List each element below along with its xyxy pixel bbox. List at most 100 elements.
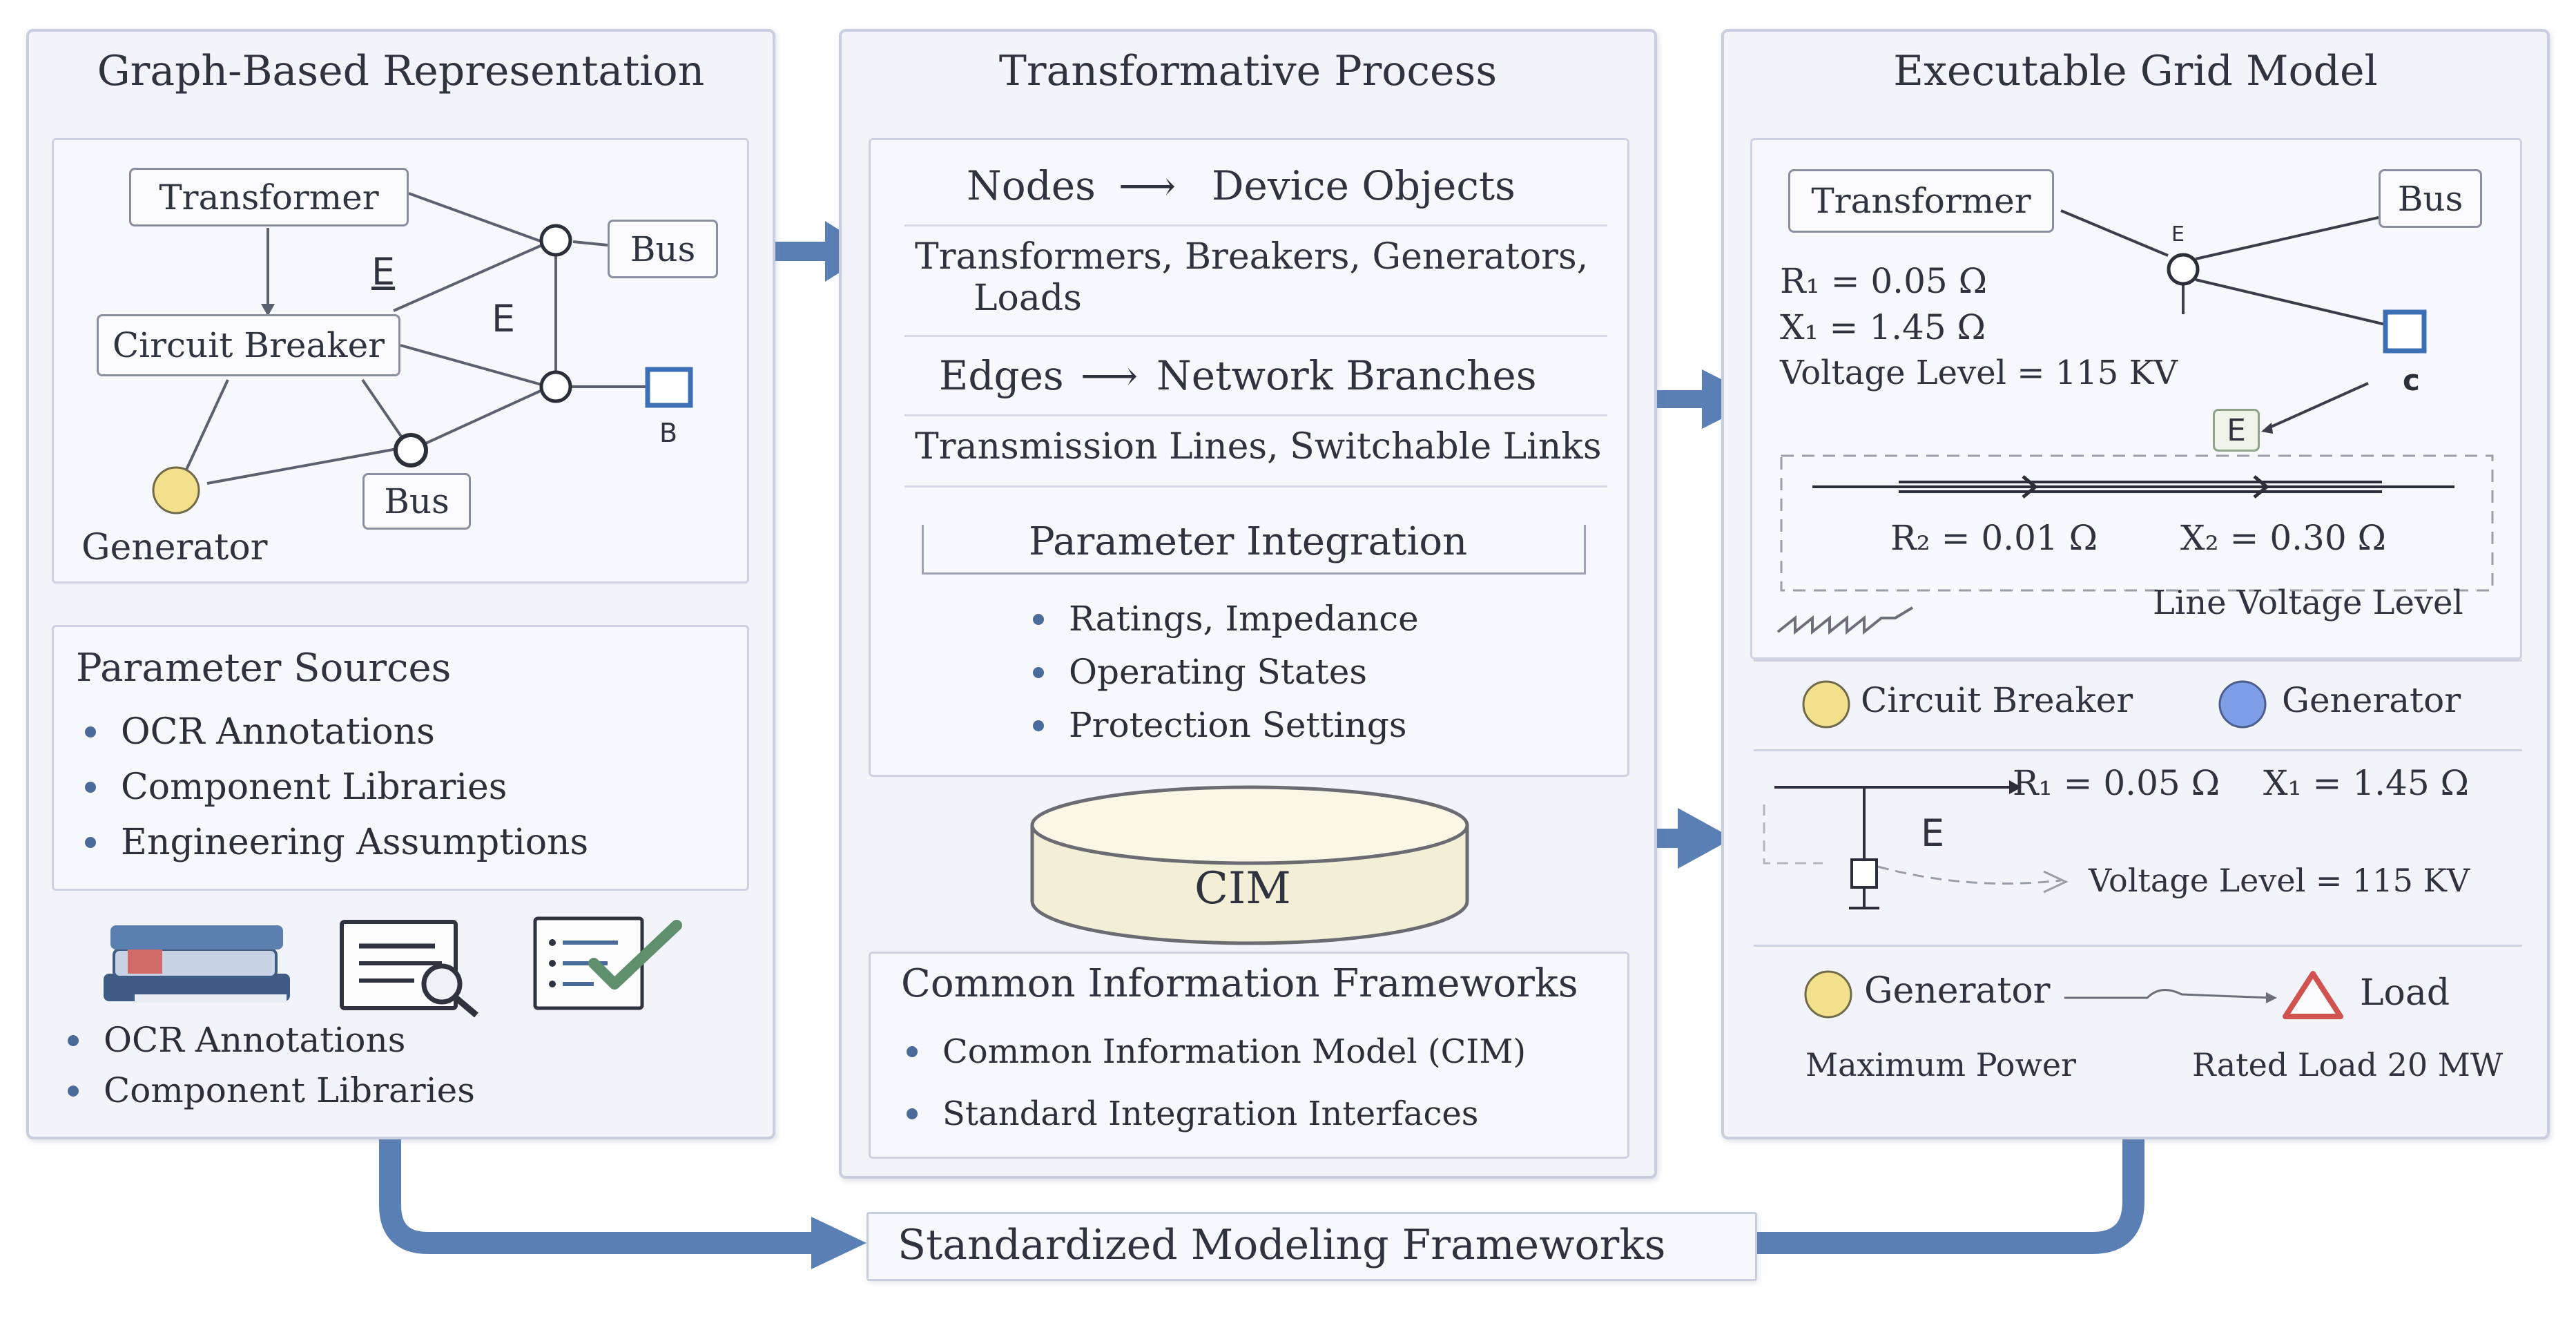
- checklist-icon: [533, 916, 682, 1010]
- frameworks-title: Common Information Frameworks: [901, 961, 1578, 1006]
- parameter-integration-item: Operating States: [1020, 646, 1419, 699]
- grid-middle-e: E: [1921, 811, 1945, 855]
- edges-label: Edges: [939, 352, 1064, 399]
- load-triangle-icon: [2283, 971, 2343, 1019]
- divider: [904, 224, 1607, 226]
- grid-top-r1: R₁ = 0.05 Ω: [1780, 261, 1988, 301]
- graph-bottom-list: OCR Annotations Component Libraries: [55, 1015, 475, 1116]
- graph-bottom-item: OCR Annotations: [55, 1015, 475, 1066]
- divider: [904, 485, 1607, 488]
- footer-box: [866, 1212, 1757, 1281]
- graph-generator-label: Generator: [81, 527, 268, 568]
- grid-middle-x1: X₁ = 1.45 Ω: [2263, 763, 2469, 803]
- parameter-sources-box: [52, 625, 749, 891]
- parameter-integration-item: Ratings, Impedance: [1020, 592, 1419, 646]
- grid-node-e: [2167, 253, 2200, 286]
- grid-node-e-label: E: [2171, 222, 2185, 247]
- books-icon: [104, 925, 290, 1003]
- parameter-integration-item: Protection Settings: [1020, 699, 1419, 752]
- edges-detail: Transmission Lines, Switchable Links: [915, 426, 1602, 467]
- nodes-detail-line-1: Transformers, Breakers, Generators,: [915, 236, 1589, 278]
- parameter-source-item: Engineering Assumptions: [72, 815, 588, 870]
- graph-circuit-breaker-box: Circuit Breaker: [97, 314, 400, 376]
- grid-top-voltage: Voltage Level = 115 KV: [1780, 354, 2178, 392]
- graph-bus-bottom-box: Bus: [362, 473, 471, 530]
- left-to-footer-connector: [379, 1139, 815, 1254]
- nodes-detail-line-2: Loads: [974, 278, 1082, 319]
- grid-bottom-load: Load: [2360, 972, 2450, 1014]
- grid-e-box: E: [2213, 409, 2260, 452]
- svg-text:ᴄ: ᴄ: [2403, 363, 2420, 397]
- breaker-symbol: [1850, 858, 1878, 889]
- parameter-sources-list: OCR Annotations Component Libraries Engi…: [72, 704, 588, 870]
- generator-marker-bottom: [1804, 970, 1852, 1019]
- graph-bottom-item: Component Libraries: [55, 1066, 475, 1116]
- line-segment-dashed-box: [1780, 454, 2494, 592]
- parameter-integration-title: Parameter Integration: [1029, 519, 1468, 564]
- frameworks-item: Common Information Model (CIM): [894, 1021, 1526, 1083]
- graph-node-b-label: B: [659, 418, 678, 448]
- graph-node-b-square: [645, 367, 693, 408]
- maximum-power-label: Maximum Power: [1805, 1046, 2077, 1083]
- rated-load-label: Rated Load 20 MW: [2192, 1046, 2504, 1083]
- edges-arrow: ⟶: [1081, 352, 1139, 399]
- divider: [904, 414, 1607, 416]
- parameter-integration-list: Ratings, Impedance Operating States Prot…: [1020, 592, 1419, 752]
- grid-bus-square: [2383, 309, 2427, 354]
- divider: [1754, 945, 2522, 947]
- divider: [904, 335, 1607, 337]
- network-branches-label: Network Branches: [1156, 352, 1537, 399]
- footer-label: Standardized Modeling Frameworks: [898, 1221, 1666, 1269]
- graph-node-junction: [539, 370, 572, 403]
- graph-bus-top-box: Bus: [608, 220, 718, 278]
- grid-panel-title: Executable Grid Model: [1893, 47, 2378, 95]
- grid-middle-voltage: Voltage Level = 115 KV: [2089, 862, 2470, 899]
- process-panel-title: Transformative Process: [998, 47, 1498, 95]
- grid-bus-box: Bus: [2379, 169, 2482, 228]
- parameter-source-item: Component Libraries: [72, 760, 588, 815]
- grid-top-x1: X₁ = 1.45 Ω: [1780, 307, 1986, 347]
- graph-panel-title: Graph-Based Representation: [97, 47, 705, 95]
- generator-marker: [2218, 680, 2267, 729]
- left-to-footer-arrowhead: [811, 1217, 866, 1269]
- grid-bottom-generator: Generator: [1864, 970, 2051, 1012]
- nodes-label: Nodes: [967, 162, 1096, 209]
- cim-to-grid-arrowhead: [1678, 808, 1733, 869]
- graph-edge-label-1: E: [371, 250, 396, 293]
- grid-transformer-box: Transformer: [1788, 169, 2054, 233]
- waveform-icon: [1776, 606, 1914, 635]
- graph-edge-label-2: E: [492, 297, 516, 340]
- divider: [1754, 749, 2522, 751]
- frameworks-box: [869, 952, 1629, 1159]
- line-voltage-level-label: Line Voltage Level: [2153, 584, 2463, 622]
- circuit-breaker-marker: [1802, 680, 1850, 729]
- legend-circuit-breaker: Circuit Breaker: [1861, 680, 2133, 720]
- device-objects-label: Device Objects: [1212, 162, 1515, 209]
- document-search-icon: [340, 920, 478, 1018]
- footer-to-right-connector: [1757, 1139, 2144, 1254]
- graph-node-bus-bottom: [394, 433, 428, 467]
- nodes-arrow: ⟶: [1118, 162, 1176, 209]
- grid-middle-r1: R₁ = 0.05 Ω: [2013, 763, 2220, 803]
- parameter-source-item: OCR Annotations: [72, 704, 588, 760]
- cim-label: CIM: [1194, 863, 1291, 914]
- frameworks-item: Standard Integration Interfaces: [894, 1083, 1526, 1145]
- divider: [1754, 659, 2522, 662]
- graph-node-bus-top: [539, 224, 572, 257]
- parameter-integration-box: [922, 525, 1586, 575]
- parameter-sources-title: Parameter Sources: [76, 646, 452, 691]
- graph-node-generator: [152, 466, 200, 514]
- legend-generator: Generator: [2282, 680, 2461, 720]
- grid-top-r2: R₂ = 0.01 Ω: [1890, 518, 2098, 558]
- grid-top-x2: X₂ = 0.30 Ω: [2180, 518, 2386, 558]
- graph-transformer-box: Transformer: [129, 168, 409, 226]
- process-mapping-box: [869, 138, 1629, 777]
- frameworks-list: Common Information Model (CIM) Standard …: [894, 1021, 1526, 1145]
